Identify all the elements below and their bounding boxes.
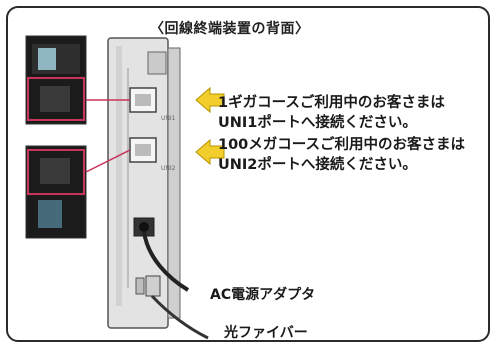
uni1-note-line1: 1ギガコースご利用中のお客さまは (218, 95, 445, 111)
arrow-uni2 (195, 138, 225, 166)
arrow-uni1 (195, 86, 225, 114)
svg-text:UNI1: UNI1 (161, 115, 176, 122)
ac-cable (142, 231, 190, 292)
fiber-cable (150, 294, 209, 340)
uni2-note: 100メガコースご利用中のお客さまは UNI2ポートへ接続ください。 (218, 135, 465, 175)
uni2-note-line2: UNI2ポートへ接続ください。 (218, 157, 417, 173)
diagram-heading: 〈回線終端装置の背面〉 (150, 21, 310, 37)
uni2-note-line1: 100メガコースご利用中のお客さまは (218, 137, 466, 153)
uni1-note: 1ギガコースご利用中のお客さまは UNI1ポートへ接続ください。 (218, 93, 445, 133)
diagram-frame (6, 6, 490, 342)
uni1-note-line2: UNI1ポートへ接続ください。 (218, 115, 417, 131)
device-illustration: UNI1 UNI2 (25, 35, 225, 340)
uni2-highlight (27, 149, 85, 195)
uni1-highlight (27, 77, 85, 121)
svg-text:UNI2: UNI2 (161, 165, 176, 172)
fiber-label: 光ファイバー (224, 325, 308, 341)
ac-adapter-label: AC電源アダプタ (210, 287, 316, 303)
fiber-connector (145, 275, 161, 297)
